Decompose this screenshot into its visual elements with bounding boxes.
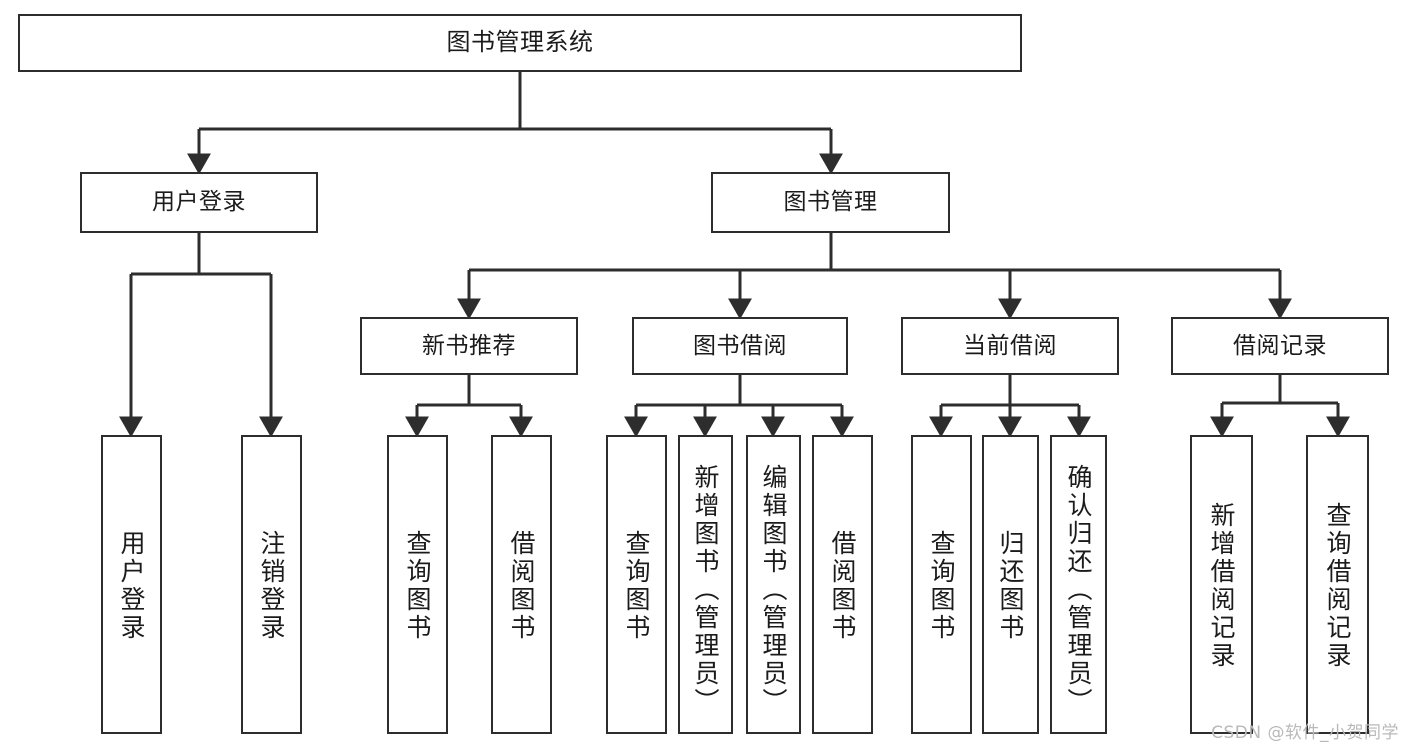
node-label: 编辑图书（管理员）	[759, 463, 788, 716]
csdn-watermark: CSDN @软件_小贺同学	[1211, 723, 1399, 743]
leaf-user-login-logout[interactable]: 注销登录	[241, 435, 302, 734]
node-label: 借阅图书	[828, 529, 857, 642]
node-label: 借阅图书	[507, 529, 536, 642]
node-label: 新增借阅记录	[1207, 501, 1236, 670]
leaf-new-book-borrow[interactable]: 借阅图书	[491, 435, 552, 734]
node-label: 查询图书	[403, 529, 432, 642]
node-label: 新书推荐	[422, 332, 516, 359]
leaf-user-login-login[interactable]: 用户登录	[101, 435, 162, 734]
leaf-borrow-record-add[interactable]: 新增借阅记录	[1190, 435, 1253, 734]
node-borrow-record[interactable]: 借阅记录	[1171, 317, 1389, 375]
node-label: 查询图书	[622, 529, 651, 642]
leaf-book-borrow-edit[interactable]: 编辑图书（管理员）	[746, 435, 801, 734]
node-book-borrow[interactable]: 图书借阅	[632, 317, 848, 375]
leaf-book-borrow-query[interactable]: 查询图书	[606, 435, 667, 734]
node-current-borrow[interactable]: 当前借阅	[901, 317, 1119, 375]
node-label: 归还图书	[996, 529, 1025, 642]
node-label: 用户登录	[152, 189, 246, 216]
node-label: 查询借阅记录	[1323, 501, 1352, 670]
node-label: 查询图书	[927, 529, 956, 642]
node-label: 图书借阅	[693, 332, 787, 359]
leaf-borrow-record-query[interactable]: 查询借阅记录	[1306, 435, 1369, 734]
leaf-book-borrow-borrow[interactable]: 借阅图书	[812, 435, 873, 734]
leaf-current-borrow-query[interactable]: 查询图书	[911, 435, 972, 734]
node-label: 用户登录	[117, 529, 146, 642]
node-label: 新增图书（管理员）	[691, 463, 720, 716]
node-user-login[interactable]: 用户登录	[80, 172, 318, 233]
node-label: 当前借阅	[963, 332, 1057, 359]
leaf-current-borrow-confirm-return[interactable]: 确认归还（管理员）	[1050, 435, 1107, 734]
leaf-current-borrow-return[interactable]: 归还图书	[982, 435, 1039, 734]
node-new-book-recommend[interactable]: 新书推荐	[360, 317, 578, 375]
node-label: 图书管理	[783, 189, 878, 216]
leaf-new-book-query[interactable]: 查询图书	[387, 435, 448, 734]
node-root-system[interactable]: 图书管理系统	[18, 14, 1022, 72]
node-book-management[interactable]: 图书管理	[711, 172, 950, 233]
node-label: 注销登录	[257, 529, 286, 642]
node-label: 借阅记录	[1233, 332, 1327, 359]
node-label: 图书管理系统	[446, 28, 594, 57]
node-label: 确认归还（管理员）	[1064, 463, 1093, 716]
leaf-book-borrow-add[interactable]: 新增图书（管理员）	[678, 435, 733, 734]
